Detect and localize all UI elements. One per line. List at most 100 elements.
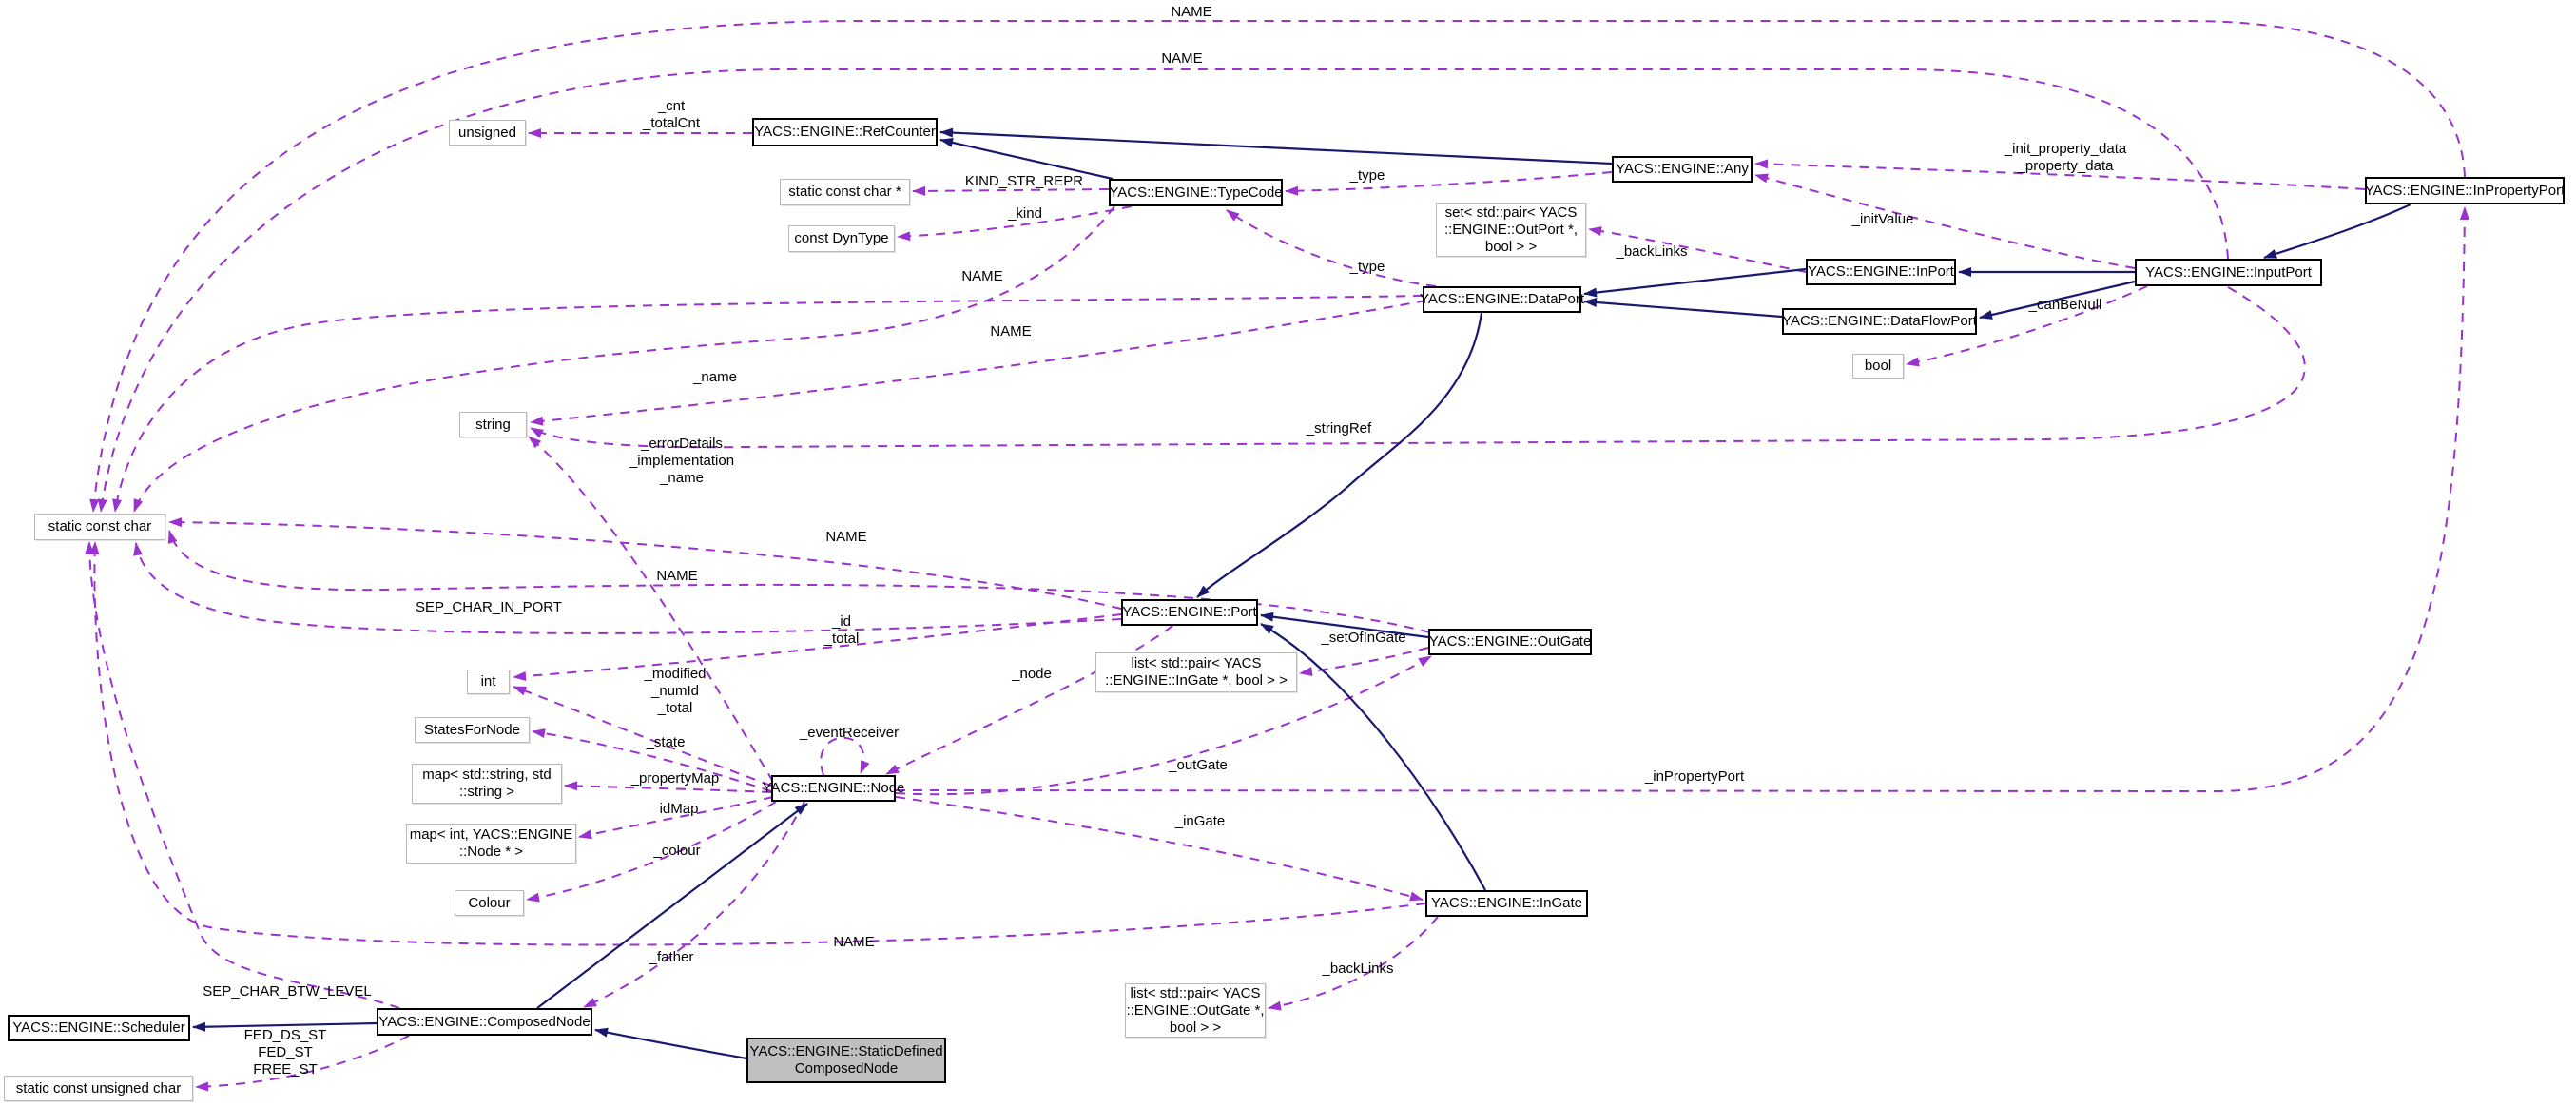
edge-outgate [895, 655, 1432, 796]
edge-label-name-port: NAME [825, 529, 867, 545]
edge-errordetails [528, 436, 774, 783]
node-unsigned: unsigned [449, 120, 526, 146]
node-dataport[interactable]: YACS::ENGINE::DataPort [1420, 286, 1584, 313]
edge-label-inpropertyport: _inPropertyPort [1644, 768, 1745, 785]
node-colour: Colour [455, 890, 524, 916]
edge-label-colour: _colour [653, 843, 701, 859]
edge-backlinks-ingate [1268, 916, 1439, 1011]
node-map-int-node: map< int, YACS::ENGINE ::Node * > [406, 824, 576, 864]
edge-label-propertymap: _propertyMap [630, 770, 720, 787]
node-inport[interactable]: YACS::ENGINE::InPort [1806, 259, 1956, 285]
edge-staticdefined-composednode [594, 1027, 747, 1060]
edge-label-canbenull: _canBeNull [2028, 297, 2102, 313]
edge-type-any [1285, 171, 1613, 196]
edge-inport-dataport [1583, 267, 1807, 298]
edge-composednode-scheduler [192, 1021, 378, 1032]
node-list-ingate-pair: list< std::pair< YACS ::ENGINE::InGate *… [1095, 652, 1297, 692]
node-map-string-string: map< std::string, std ::string > [412, 764, 562, 804]
node-static-const-char: static const char [34, 514, 165, 540]
edge-name-ingate [89, 541, 1426, 946]
edge-label-eventreceiver: _eventReceiver [799, 725, 900, 741]
edge-label-sep-char-in-port: SEP_CHAR_IN_PORT [416, 599, 562, 615]
edge-label-sep-char-btw-level: SEP_CHAR_BTW_LEVEL [203, 983, 372, 1000]
edge-colour [526, 801, 777, 903]
edge-propertymap [564, 781, 772, 793]
edge-kind-str-repr [912, 185, 1110, 196]
node-int: int [467, 670, 510, 694]
edge-composednode-node [536, 803, 808, 1009]
edge-label-ingate: _inGate [1174, 813, 1226, 829]
node-staticdefinedcomposednode: YACS::ENGINE::StaticDefined ComposedNode [746, 1038, 946, 1083]
edge-label-name-outgate: NAME [656, 568, 698, 584]
edge-label-father: _father [649, 949, 694, 965]
edge-stringref [530, 286, 2306, 449]
edge-label-backlinks-inport: _backLinks [1616, 243, 1688, 260]
edge-inpropertyport-inputport [2263, 203, 2411, 260]
edge-label-name-top1: NAME [1171, 4, 1212, 20]
node-inpropertyport[interactable]: YACS::ENGINE::InPropertyPort [2365, 177, 2565, 204]
edge-ingate-port [1260, 623, 1486, 891]
node-string: string [459, 412, 527, 437]
edge-initvalue [1754, 173, 2136, 269]
edge-typecode-refcounter [939, 137, 1114, 181]
edge-eventreceiver [820, 736, 870, 776]
edge-dataport-port [1196, 312, 1483, 598]
edge-label-backlinks-ingate: _backLinks [1322, 961, 1394, 977]
edge-label-node: _node [1012, 666, 1052, 682]
edge-label-initvalue: _initValue [1851, 211, 1914, 227]
edge-label-state: _state [646, 734, 686, 750]
node-outgate[interactable]: YACS::ENGINE::OutGate [1428, 629, 1592, 655]
node-set-outport-pair: set< std::pair< YACS ::ENGINE::OutPort *… [1436, 203, 1586, 257]
node-typecode[interactable]: YACS::ENGINE::TypeCode [1109, 179, 1283, 206]
edge-label-id-total: _id _total [823, 613, 860, 647]
node-statesfornode: StatesForNode [415, 717, 530, 743]
edge-ingate [895, 796, 1424, 902]
edge-fed-st [195, 1035, 410, 1092]
edge-label-errordetails: _errorDetails _implementation _name [629, 436, 735, 486]
node-bool: bool [1852, 354, 1904, 379]
node-scheduler[interactable]: YACS::ENGINE::Scheduler [8, 1015, 190, 1041]
edge-label-fed-st: FED_DS_ST FED_ST FREE_ST [243, 1027, 327, 1078]
edge-outgate-port [1260, 612, 1429, 639]
edge-label-init-property-data: _init_property_data _property_data [2004, 141, 2127, 174]
edge-state [532, 728, 772, 792]
node-list-outgate-pair: list< std::pair< YACS ::ENGINE::OutGate … [1125, 983, 1266, 1038]
node-static-const-unsigned-char: static const unsigned char [4, 1076, 193, 1101]
edge-name-member [530, 300, 1427, 426]
node-composednode[interactable]: YACS::ENGINE::ComposedNode [377, 1008, 592, 1036]
edge-inpropertyport [895, 206, 2469, 793]
edge-label-outgate: _outGate [1169, 757, 1228, 773]
edge-label-name-top2: NAME [1161, 50, 1203, 67]
edge-label-setofingate: _setOfInGate [1321, 630, 1406, 646]
edge-label-name-ingate: NAME [833, 934, 875, 950]
node-any[interactable]: YACS::ENGINE::Any [1612, 156, 1753, 183]
edge-any-refcounter [939, 127, 1613, 165]
node-const-dyntype: const DynType [788, 225, 895, 252]
edge-label-cnt-totalcnt: _cnt _totalCnt [642, 98, 701, 131]
edge-label-idmap: idMap [659, 801, 699, 817]
node-dataflowport[interactable]: YACS::ENGINE::DataFlowPort [1782, 308, 1977, 335]
edge-father [583, 801, 805, 1008]
edge-sep-char-btw-level [85, 541, 400, 1009]
edge-backlinks-inport [1588, 226, 1807, 273]
edge-label-type-dataport: _type [1349, 259, 1385, 275]
node-refcounter[interactable]: YACS::ENGINE::RefCounter [752, 118, 938, 146]
edge-canbenull [1906, 285, 2148, 367]
edge-label-name-typecode: NAME [990, 323, 1032, 340]
node-ingate[interactable]: YACS::ENGINE::InGate [1425, 890, 1588, 917]
edge-modified-numid-total [513, 686, 772, 787]
edge-name-inpropertyport [89, 20, 2466, 513]
edge-node [885, 625, 1173, 775]
edge-sep-char-in-port [133, 542, 1122, 634]
edge-label-kind-str-repr: KIND_STR_REPR [964, 173, 1084, 189]
node-port[interactable]: YACS::ENGINE::Port [1121, 599, 1258, 626]
edge-label-name-member: _name [693, 369, 737, 385]
edge-dataflowport-dataport [1583, 298, 1783, 319]
edge-name-port [168, 517, 1122, 610]
edge-label-name-dataport: NAME [961, 268, 1003, 284]
node-node[interactable]: YACS::ENGINE::Node [763, 775, 904, 802]
edge-init-property-data [1754, 159, 2366, 190]
node-inputport[interactable]: YACS::ENGINE::InputPort [2135, 259, 2322, 286]
